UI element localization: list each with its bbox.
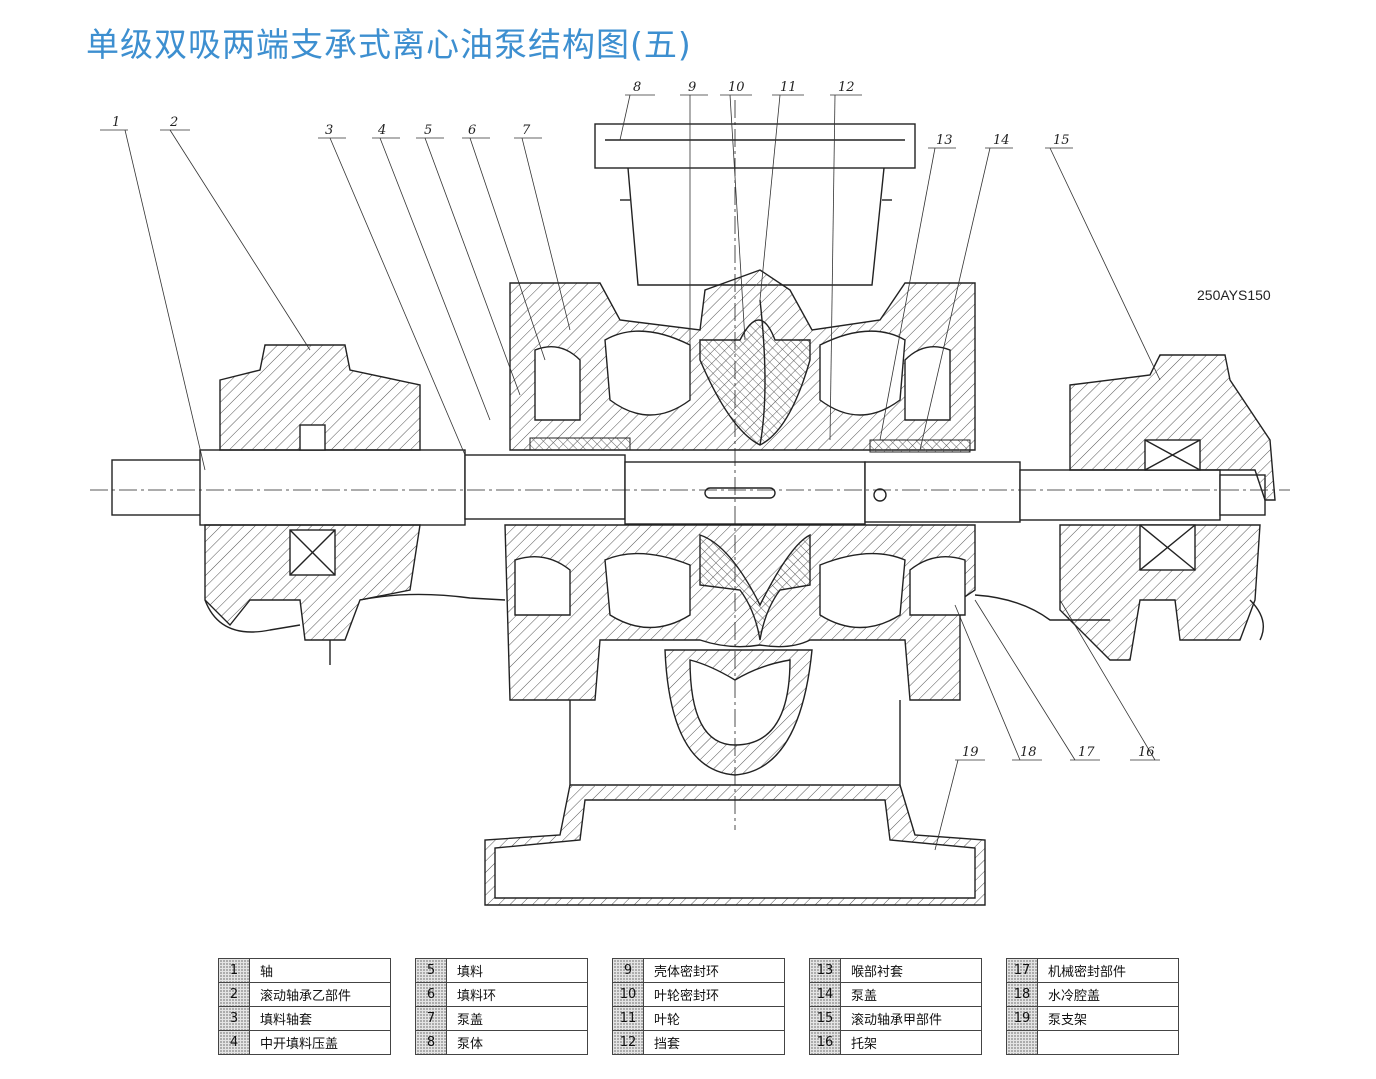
part-name: 泵支架 [1037, 1006, 1179, 1031]
part-number: 12 [612, 1030, 644, 1055]
part-name: 喉部衬套 [840, 958, 982, 983]
suction-volute [664, 649, 813, 776]
table-row: 4 中开填料压盖 8 泵体 12 挡套 16 托架 [218, 1030, 1179, 1055]
callout-17: 17 [1078, 745, 1095, 760]
part-name: 机械密封部件 [1037, 958, 1179, 983]
part-number: 11 [612, 1006, 644, 1031]
callout-12: 12 [838, 80, 855, 95]
part-name: 填料轴套 [249, 1006, 391, 1031]
callout-10: 10 [728, 80, 745, 95]
callout-3: 3 [325, 123, 333, 138]
part-name: 填料 [446, 958, 588, 983]
table-row: 3 填料轴套 7 泵盖 11 叶轮 15 滚动轴承甲部件 19 泵支架 [218, 1006, 1179, 1031]
part-name [1037, 1030, 1179, 1055]
part-name: 轴 [249, 958, 391, 983]
packing-rings-left [529, 437, 631, 451]
callout-16: 16 [1138, 745, 1155, 760]
impeller-lower [699, 533, 811, 641]
part-name: 叶轮 [643, 1006, 785, 1031]
callout-8: 8 [633, 80, 641, 95]
support-brackets [204, 593, 1264, 641]
part-number: 14 [809, 982, 841, 1007]
discharge-flange [594, 123, 916, 286]
callout-4: 4 [377, 123, 386, 138]
leader-lines [100, 94, 1161, 851]
part-name: 挡套 [643, 1030, 785, 1055]
pump-stand [484, 700, 986, 906]
callout-9: 9 [688, 80, 696, 95]
pump-casing-lower [504, 524, 976, 701]
part-number: 15 [809, 1006, 841, 1031]
part-number: 10 [612, 982, 644, 1007]
part-name: 叶轮密封环 [643, 982, 785, 1007]
part-number: 13 [809, 958, 841, 983]
part-name: 滚动轴承甲部件 [840, 1006, 982, 1031]
part-name: 壳体密封环 [643, 958, 785, 983]
part-name: 滚动轴承乙部件 [249, 982, 391, 1007]
table-row: 1 轴 5 填料 9 壳体密封环 13 喉部衬套 17 机械密封部件 [218, 958, 1179, 983]
part-number: 5 [415, 958, 447, 983]
part-name: 泵盖 [446, 1006, 588, 1031]
callout-19: 19 [962, 745, 979, 760]
part-number: 6 [415, 982, 447, 1007]
part-number: 8 [415, 1030, 447, 1055]
part-name: 水冷腔盖 [1037, 982, 1179, 1007]
part-number: 9 [612, 958, 644, 983]
parts-list-table: 1 轴 5 填料 9 壳体密封环 13 喉部衬套 17 机械密封部件 2 滚动轴… [218, 958, 1179, 1055]
callout-1: 1 [112, 115, 120, 130]
callout-5: 5 [424, 123, 432, 138]
impeller-upper [699, 299, 811, 446]
center-lines [90, 100, 1290, 830]
part-number: 4 [218, 1030, 250, 1055]
callout-6: 6 [468, 123, 476, 138]
part-number: 17 [1006, 958, 1038, 983]
left-bearing-housing [204, 344, 421, 665]
part-number: 2 [218, 982, 250, 1007]
part-name: 托架 [840, 1030, 982, 1055]
callout-14: 14 [993, 133, 1010, 148]
part-number: 16 [809, 1030, 841, 1055]
part-number [1006, 1030, 1038, 1055]
right-bearing-housing [1059, 354, 1276, 661]
callout-15: 15 [1053, 133, 1070, 148]
model-number: 250AYS150 [1197, 287, 1271, 303]
callout-18: 18 [1020, 745, 1037, 760]
page-title: 单级双吸两端支承式离心油泵结构图(五) [86, 25, 692, 64]
part-name: 填料环 [446, 982, 588, 1007]
callout-11: 11 [780, 80, 797, 95]
callout-13: 13 [936, 133, 953, 148]
part-number: 3 [218, 1006, 250, 1031]
part-number: 1 [218, 958, 250, 983]
shaft [111, 449, 1266, 526]
part-name: 中开填料压盖 [249, 1030, 391, 1055]
part-name: 泵体 [446, 1030, 588, 1055]
part-number: 18 [1006, 982, 1038, 1007]
callout-2: 2 [169, 115, 178, 130]
callout-7: 7 [522, 123, 531, 138]
part-number: 19 [1006, 1006, 1038, 1031]
packing-rings-right [869, 439, 971, 453]
part-name: 泵盖 [840, 982, 982, 1007]
part-number: 7 [415, 1006, 447, 1031]
pump-cross-section-drawing: 1 2 3 4 5 6 7 8 9 10 11 12 13 14 15 16 1… [90, 80, 1290, 906]
callout-numbers: 1 2 3 4 5 6 7 8 9 10 11 12 13 14 15 16 1… [112, 80, 1155, 760]
table-row: 2 滚动轴承乙部件 6 填料环 10 叶轮密封环 14 泵盖 18 水冷腔盖 [218, 982, 1179, 1007]
